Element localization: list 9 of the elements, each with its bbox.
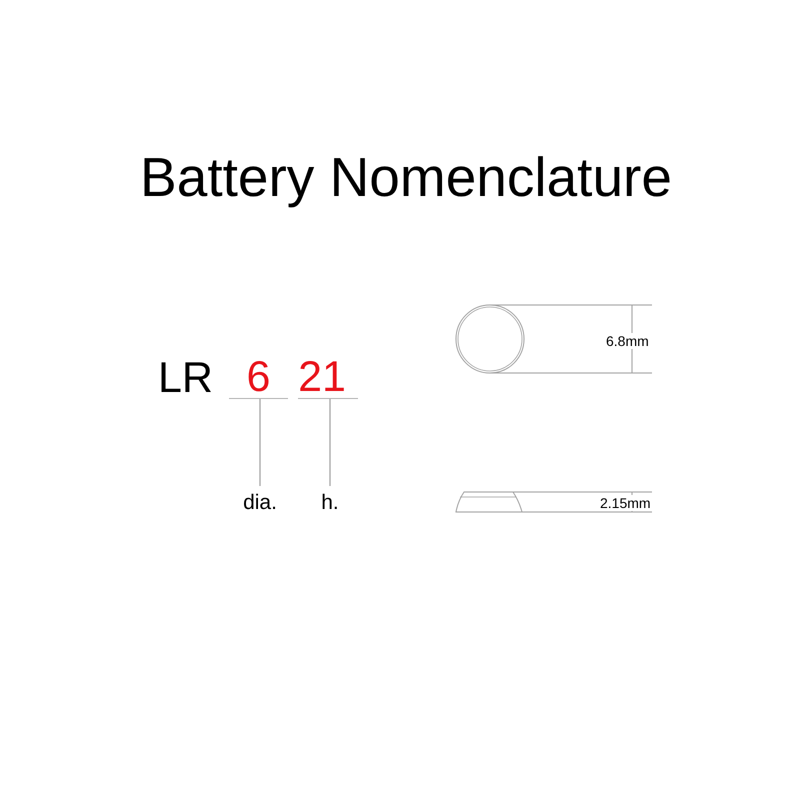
title: Battery Nomenclature [140, 150, 672, 205]
dimension-value: 6.8mm [606, 333, 649, 349]
dimension-abbreviation: dia. [243, 486, 277, 513]
dimension-value: 2.15mm [600, 495, 651, 511]
dimension-abbreviation: h. [321, 486, 339, 513]
underlined-size-code: 6 [229, 356, 288, 399]
leader-line [259, 399, 261, 486]
underlined-size-code: 21 [298, 356, 358, 399]
leader-line [329, 399, 331, 486]
